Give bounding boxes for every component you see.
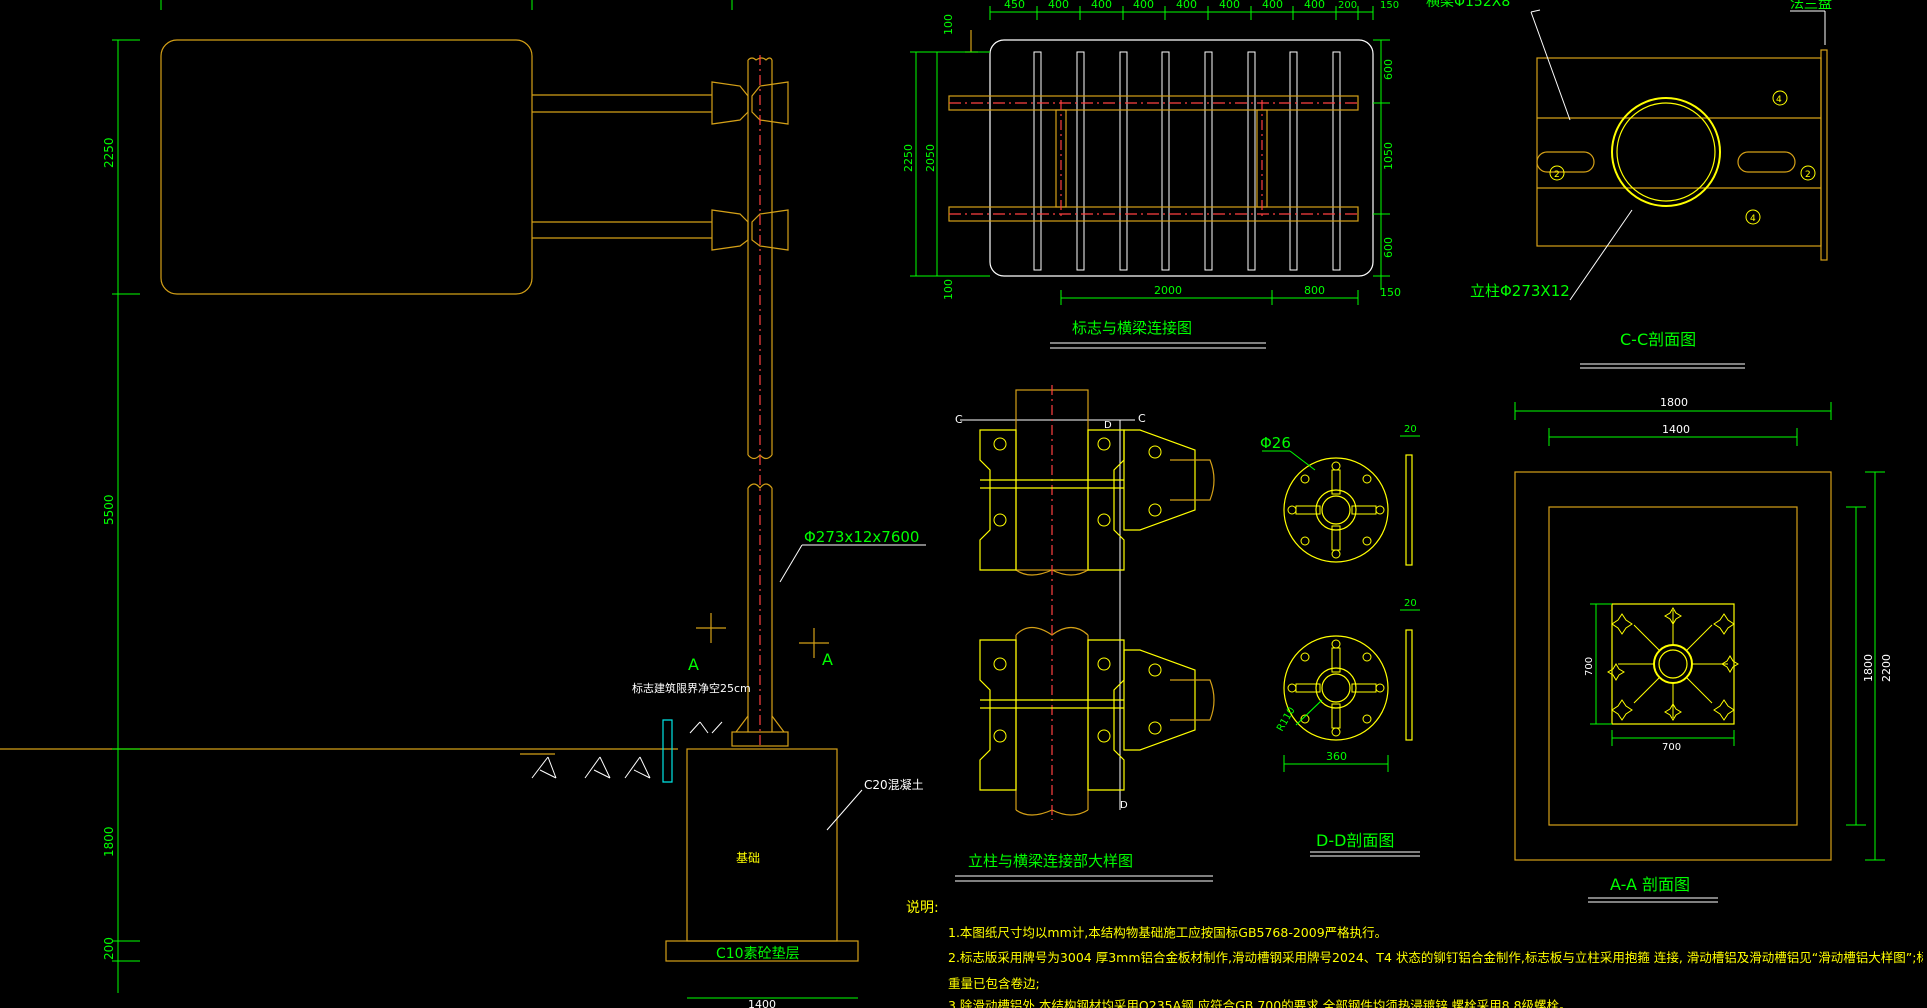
- curb: [662, 719, 673, 783]
- aa-dim-plate-height: 700: [1584, 657, 1595, 676]
- ground-hatch: [531, 721, 723, 779]
- sb-left-dim-1: 100: [942, 14, 955, 35]
- sb-top-dim-3: 400: [1091, 0, 1112, 11]
- joint-cut-d-bottom: D: [1120, 800, 1128, 811]
- sign-beam-connection-view: [910, 6, 1390, 349]
- dd-section-view: [1262, 435, 1420, 857]
- note-line-3: 3.除滑动槽铝外,本结构钢材均采用Q235A钢,应符合GB 700的要求,全部钢…: [948, 998, 1572, 1008]
- sb-bottom-dim-1: 2000: [1154, 284, 1182, 297]
- bolt-symbols: [993, 437, 1162, 743]
- elevation-dimension-line: [112, 0, 858, 999]
- sb-right-dim-2: 1050: [1382, 142, 1395, 170]
- pole-spec-label: Φ273x12x7600: [804, 528, 919, 546]
- sign-board: [160, 39, 533, 295]
- dd-thickness-bottom: 20: [1404, 598, 1417, 609]
- dim-clearance-height: 5500: [102, 494, 116, 525]
- joint-cut-c-right: C: [1138, 412, 1146, 425]
- cushion-label: C10素砼垫层: [716, 946, 800, 962]
- beam-holders: [948, 30, 1359, 222]
- sign-beam-dimensions: [910, 6, 1390, 349]
- cc-part-2-right: 2: [1805, 170, 1811, 180]
- note-line-1: 1.本图纸尺寸均以mm计,本结构物基础施工应按国标GB5768-2009严格执行…: [948, 925, 1388, 940]
- lower-flange-plate: [1283, 635, 1389, 741]
- upper-flange-side: [1405, 454, 1413, 566]
- sb-top-dim-5: 400: [1176, 0, 1197, 11]
- aa-section-title: A-A 剖面图: [1610, 875, 1690, 894]
- foundation: [665, 748, 859, 962]
- sb-right-dim-4: 150: [1380, 286, 1401, 299]
- sb-left-dim-3: 2050: [924, 144, 937, 172]
- dd-width-dim: 360: [1326, 750, 1347, 763]
- foundation-label: 基础: [736, 851, 760, 865]
- flange-plate: [1820, 49, 1828, 261]
- cross-beams: [532, 81, 789, 251]
- sign-beam-title: 标志与横梁连接图: [1072, 319, 1192, 337]
- dim-foundation-depth: 1800: [102, 826, 116, 857]
- joint-cut-c-left: C: [955, 413, 963, 426]
- aa-dim-outer-height: 2200: [1880, 654, 1893, 682]
- cc-section-title: C-C剖面图: [1620, 330, 1696, 349]
- pole: [731, 55, 789, 747]
- notes-heading: 说明:: [906, 900, 939, 916]
- sign-panel-outline: [989, 39, 1374, 277]
- sb-top-dim-1: 450: [1004, 0, 1025, 11]
- dd-thickness-top: 20: [1404, 424, 1417, 435]
- aa-dim-inner-width: 1400: [1662, 423, 1690, 436]
- note-line-2-continued: 重量已包含卷边;: [948, 976, 1040, 991]
- sb-right-dim-1: 600: [1382, 59, 1395, 80]
- joint-detail-title: 立柱与横梁连接部大样图: [968, 852, 1133, 870]
- elevation-view: [0, 0, 926, 999]
- cc-part-4-bottom: 4: [1750, 214, 1756, 224]
- sb-bottom-dim-2: 800: [1304, 284, 1325, 297]
- sign-clearance-note: 标志建筑限界净空25cm: [632, 681, 751, 695]
- aa-section-view: [1514, 402, 1885, 903]
- aa-dim-outer-width: 1800: [1660, 396, 1688, 409]
- flange-label: 法兰盘: [1790, 0, 1832, 12]
- aa-anchor-plate: [1611, 603, 1735, 725]
- aa-outer-footing: [1514, 471, 1832, 861]
- dd-section-title: D-D剖面图: [1316, 831, 1394, 850]
- aa-dim-inner-height: 1800: [1862, 654, 1875, 682]
- beam-spec-label: 横梁Φ152X8: [1426, 0, 1510, 10]
- sb-top-dim-8: 400: [1304, 0, 1325, 11]
- cc-part-callouts: [1549, 90, 1816, 225]
- sb-top-dim-10: 150: [1380, 0, 1399, 11]
- sliding-channels: [1033, 51, 1341, 271]
- aa-anchor-bolts: [1607, 607, 1739, 721]
- lower-flange-side: [1405, 629, 1413, 741]
- dim-cushion-depth: 200: [102, 937, 116, 960]
- section-mark-a-left: A: [688, 655, 699, 674]
- upper-flange-plate: [1283, 457, 1389, 563]
- sb-left-dim-2: 2250: [902, 144, 915, 172]
- cc-part-2-left: 2: [1554, 170, 1560, 180]
- aa-inner-footing: [1548, 506, 1798, 826]
- section-mark-a-right: A: [822, 650, 833, 669]
- sb-top-dim-2: 400: [1048, 0, 1069, 11]
- pole-cross-section: [1611, 97, 1721, 207]
- dim-sign-height: 2250: [102, 137, 116, 168]
- section-marks-a: [696, 613, 829, 658]
- pole-section-label: 立柱Φ273X12: [1470, 282, 1570, 300]
- aa-dim-plate-width: 700: [1662, 742, 1681, 753]
- sb-top-dim-7: 400: [1262, 0, 1283, 11]
- joint-detail-view: [955, 385, 1215, 882]
- note-line-2: 2.标志版采用牌号为3004 厚3mm铝合金板材制作,滑动槽钢采用牌号2024、…: [948, 950, 1923, 965]
- cc-part-4-top: 4: [1776, 95, 1782, 105]
- sb-left-dim-4: 100: [942, 279, 955, 300]
- sb-top-dim-9: 200: [1338, 0, 1357, 11]
- sb-top-dim-6: 400: [1219, 0, 1240, 11]
- concrete-grade-label: C20混凝土: [864, 777, 924, 792]
- bolt-hole-label: Φ26: [1260, 434, 1291, 452]
- cc-section-view: [1530, 9, 1828, 369]
- aa-dimensions: [1514, 402, 1885, 861]
- sb-top-dim-4: 400: [1133, 0, 1154, 11]
- dim-foundation-width: 1400: [748, 998, 776, 1008]
- joint-cut-d-top: D: [1104, 420, 1112, 431]
- sb-right-dim-3: 600: [1382, 237, 1395, 258]
